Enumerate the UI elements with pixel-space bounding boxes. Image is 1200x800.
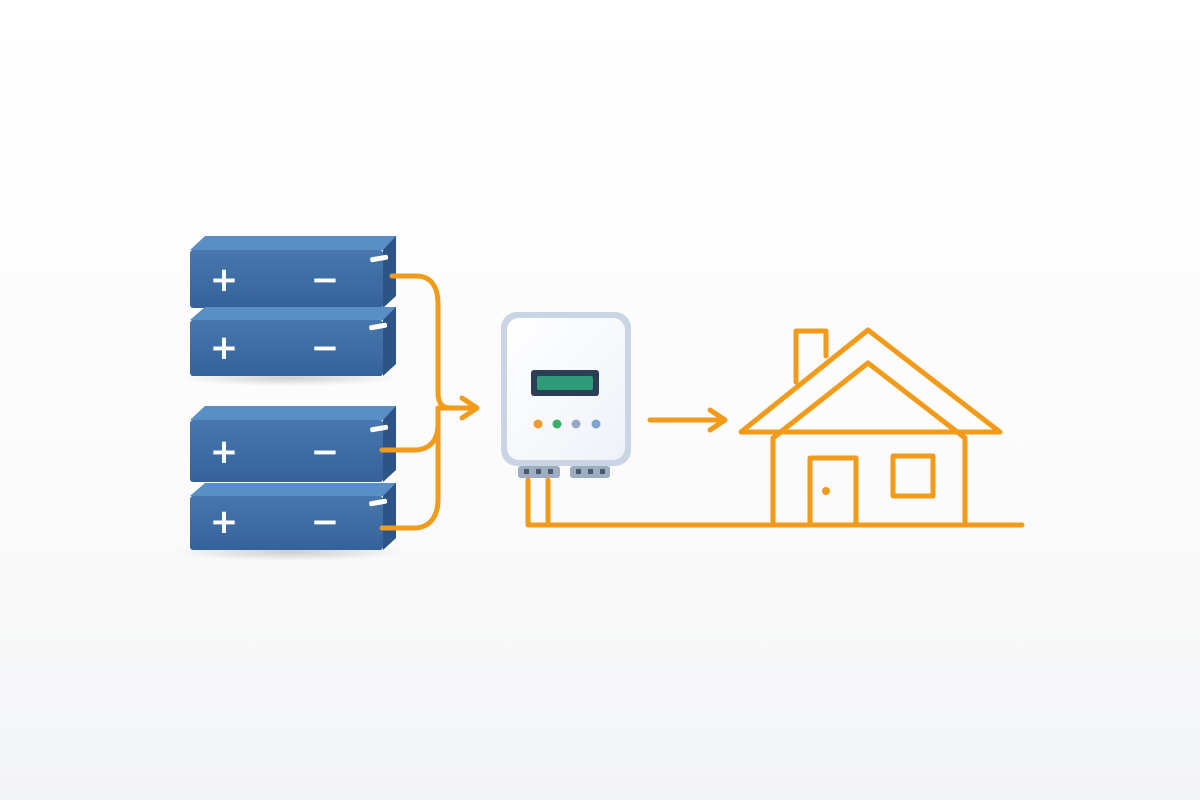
battery-2: + − [190,307,396,376]
battery-1-terminal [370,254,389,263]
inverter-light-grey [571,419,581,429]
arrow-to-house-icon [707,407,728,433]
battery-2-positive-icon: + [210,328,239,368]
inverter-light-orange [533,419,543,429]
inverter-light-green [552,419,562,429]
battery-wires [379,273,480,531]
house-roof [738,327,1003,435]
arrow-to-inverter-icon [459,395,480,421]
wire-from-battery-4 [379,421,441,531]
battery-1: + − [190,236,396,308]
battery-1-negative-icon: − [311,260,340,300]
battery-1-positive-icon: + [210,260,239,300]
battery-2-terminal [369,322,388,331]
battery-4-positive-icon: + [210,502,239,542]
battery-4-terminal [369,498,388,507]
inverter [501,312,631,478]
battery-3-negative-icon: − [311,432,340,472]
house-window [890,453,936,499]
house-inner-roof [770,360,968,441]
house-chimney [793,328,829,385]
battery-4-negative-icon: − [311,502,340,542]
battery-2-negative-icon: − [311,328,340,368]
inverter-light-blue [591,419,601,429]
battery-3-terminal [370,424,389,433]
house-doorknob [822,487,830,495]
house-door [807,455,859,528]
battery-3: + − [190,406,396,482]
house-icon [738,327,1003,528]
wire-from-battery-1 [389,273,455,411]
battery-3-positive-icon: + [210,432,239,472]
battery-4: + − [190,483,396,550]
